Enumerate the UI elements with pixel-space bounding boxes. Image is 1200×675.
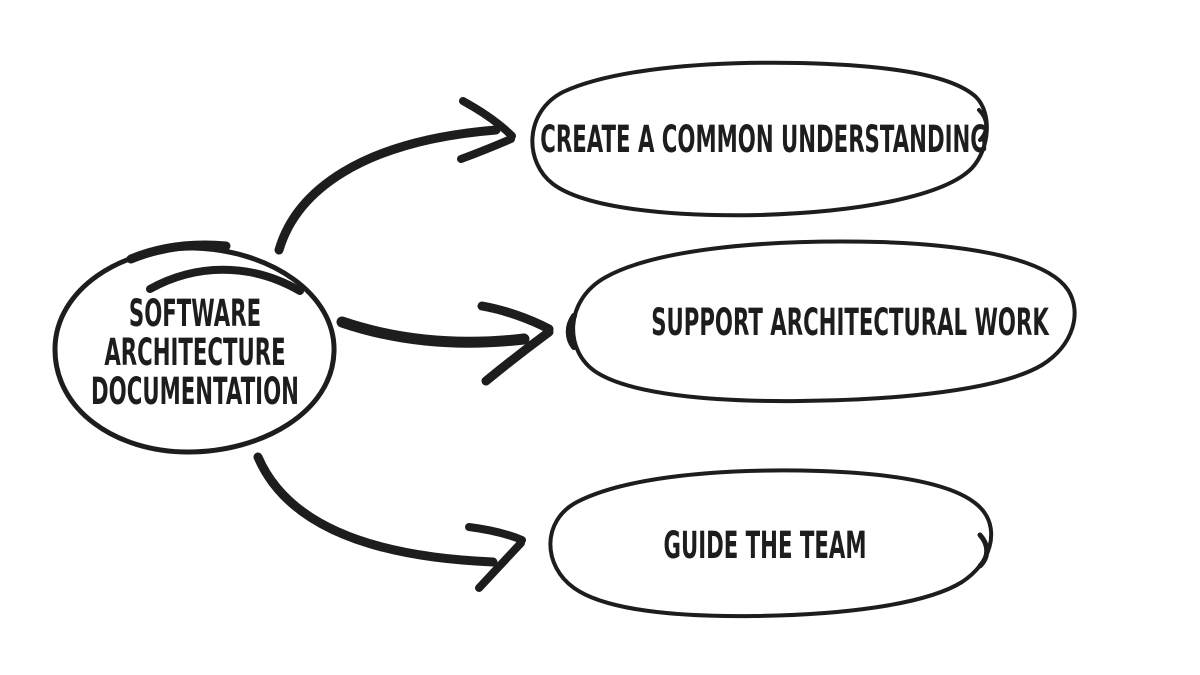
center-ellipse-outline	[52, 245, 337, 455]
benefit-label-guide-the-team: GUIDE THE TEAM	[663, 523, 867, 567]
edge-middle-arrowhead-lower	[481, 327, 554, 386]
benefit-top-outline	[530, 60, 989, 218]
center-node-shape	[52, 240, 337, 455]
edge-middle-shaft	[336, 316, 530, 348]
benefit-middle-closure-hook	[565, 313, 577, 350]
center-label-line-2: ARCHITECTURE	[104, 330, 286, 374]
benefit-label-support-architectural-work: SUPPORT ARCHITECTURAL WORK	[651, 300, 1049, 344]
benefit-label-create-common-understanding: CREATE A COMMON UNDERSTANDING	[540, 117, 988, 161]
benefit-node-bottom-shape	[548, 468, 994, 619]
center-ellipse-overstroke-top	[126, 240, 231, 264]
center-ellipse-overstroke-inner	[146, 265, 304, 295]
benefit-node-top-shape	[530, 60, 989, 218]
edge-bottom-arrowhead-lower	[475, 539, 525, 592]
benefit-bottom-closure-hook	[977, 532, 990, 569]
benefit-bottom-outline	[548, 468, 994, 619]
benefit-middle-outline	[571, 239, 1077, 404]
edge-top-arrowhead-lower	[457, 135, 515, 163]
center-label-line-1: SOFTWARE	[128, 291, 262, 335]
benefit-node-middle-shape	[565, 239, 1077, 404]
center-label-line-3: DOCUMENTATION	[91, 369, 299, 413]
edges-group	[253, 97, 554, 592]
edge-bottom-arrowhead-upper	[465, 523, 526, 544]
edge-top-arrowhead-upper	[459, 97, 516, 140]
benefit-top-closure-hook	[977, 108, 989, 142]
edge-middle-arrowhead-upper	[477, 301, 554, 334]
center-node-label: SOFTWARE ARCHITECTURE DOCUMENTATION	[91, 291, 299, 413]
edge-top-shaft	[274, 125, 501, 255]
edge-bottom-shaft	[253, 452, 498, 567]
